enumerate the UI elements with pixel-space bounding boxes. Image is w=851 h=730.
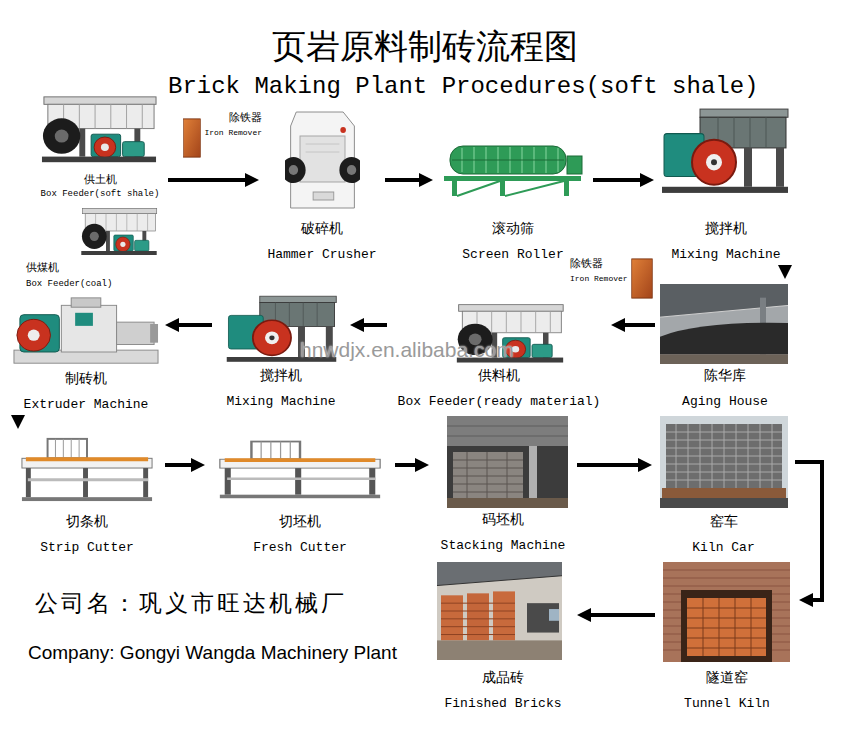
box-feeder-figure (42, 97, 156, 162)
machine-station: 供煤机 Box Feeder(coal) (20, 204, 162, 292)
screen-roller-figure (444, 146, 582, 196)
machine-name-cn: 滚动筛 (492, 219, 534, 239)
machine-name-en: Finished Bricks (444, 696, 561, 712)
fresh-cutter-figure (220, 442, 380, 499)
machine-name-en: Screen Roller (462, 247, 563, 263)
machine-name-en: Box Feeder(coal) (26, 279, 112, 290)
machine-name-en: Kiln Car (692, 540, 754, 556)
stacking-machine-photo (447, 416, 568, 508)
machine-name-cn: 供料机 (478, 366, 520, 386)
machine-name-en: Mixing Machine (226, 394, 335, 410)
iron-remover-figure (632, 259, 653, 298)
machine-name-cn: 制砖机 (65, 369, 107, 389)
aging-house-photo (660, 284, 788, 364)
machine-name-cn: 搅拌机 (705, 219, 747, 239)
machine-name-en: Box Feeder(soft shale) (41, 189, 160, 200)
finished-bricks-photo (437, 562, 562, 660)
machine-name-cn: 除铁器 (570, 256, 603, 271)
hammer-crusher-figure (281, 112, 364, 208)
box-feeder-figure (81, 208, 156, 255)
machine-name-cn: 切条机 (66, 512, 108, 532)
machine-station: 搅拌机 Mixing Machine (657, 102, 795, 265)
machine-station: 除铁器 Iron Remover (180, 108, 264, 160)
machine-name-cn: 窑车 (710, 512, 738, 532)
mixing-machine-figure (662, 109, 788, 193)
flow-arrow (395, 463, 419, 467)
flow-arrow (360, 323, 387, 327)
machine-station: 制砖机 Extruder Machine (10, 293, 162, 415)
machine-name-cn: 搅拌机 (260, 366, 302, 386)
machine-name-cn: 隧道窑 (706, 668, 748, 688)
company-name: Company: Gongyi Wangda Machinery Plant (28, 642, 397, 665)
machine-name-en: Iron Remover (204, 128, 262, 138)
flow-arrow (587, 613, 655, 617)
machine-name-cn: 切坯机 (279, 512, 321, 532)
diagram-title: 页岩原料制砖流程图 (272, 26, 578, 67)
machine-station: 切条机 Strip Cutter (12, 432, 162, 558)
machine-station: 隧道窑 Tunnel Kiln (658, 560, 796, 714)
iron-remover-figure (184, 119, 201, 157)
machine-name-en: Stacking Machine (441, 538, 566, 554)
watermark: hnwdjx.en.alibaba.com (300, 338, 514, 361)
flow-arrow (165, 463, 195, 467)
machine-name-cn: 陈华库 (704, 366, 746, 386)
flow-arrow (385, 178, 423, 182)
flow-arrow (795, 462, 822, 600)
flow-arrow (621, 323, 655, 327)
machine-name-en: Hammer Crusher (267, 247, 376, 263)
machine-station: 码坯机 Stacking Machine (432, 413, 574, 556)
flow-arrow (16, 418, 20, 419)
machine-name-cn: 码坯机 (482, 510, 524, 530)
machine-name-en: Mixing Machine (671, 247, 780, 263)
machine-name-en: Aging House (682, 394, 768, 410)
machine-name-en: Iron Remover (570, 274, 628, 284)
machine-station: 陈华库 Aging House (658, 282, 792, 412)
machine-name-cn: 供煤机 (26, 260, 59, 275)
flow-arrow (577, 463, 642, 467)
machine-station: 除铁器 Iron Remover (566, 254, 654, 300)
extruder-figure (14, 298, 158, 363)
machine-station: 切坯机 Fresh Cutter (208, 432, 392, 558)
strip-cutter-figure (22, 439, 152, 501)
flow-arrow (593, 178, 644, 182)
tunnel-kiln-photo (663, 562, 790, 662)
subtitle: Brick Making Plant Procedures(soft shale… (168, 74, 759, 100)
machine-station: 破碎机 Hammer Crusher (262, 106, 382, 265)
machine-name-en: Strip Cutter (40, 540, 134, 556)
flow-arrow (168, 178, 249, 182)
machine-name-cn: 成品砖 (482, 668, 524, 688)
machine-name-cn: 供土机 (84, 172, 117, 187)
flow-arrow (783, 268, 787, 269)
machine-station: 成品砖 Finished Bricks (432, 560, 574, 714)
machine-name-en: Box Feeder(ready material) (398, 394, 601, 410)
machine-station: 窑车 Kiln Car (655, 413, 792, 558)
kiln-car-photo (660, 416, 788, 508)
flow-arrow (175, 323, 212, 327)
machine-station: 滚动筛 Screen Roller (436, 130, 590, 265)
company-name: 公司名：巩义市旺达机械厂 (35, 590, 347, 618)
machine-name-cn: 破碎机 (301, 219, 343, 239)
machine-name-en: Fresh Cutter (253, 540, 347, 556)
machine-name-cn: 除铁器 (229, 110, 262, 125)
machine-station: 供土机 Box Feeder(soft shale) (35, 92, 165, 202)
machine-name-en: Tunnel Kiln (684, 696, 770, 712)
machine-name-en: Extruder Machine (24, 397, 149, 413)
